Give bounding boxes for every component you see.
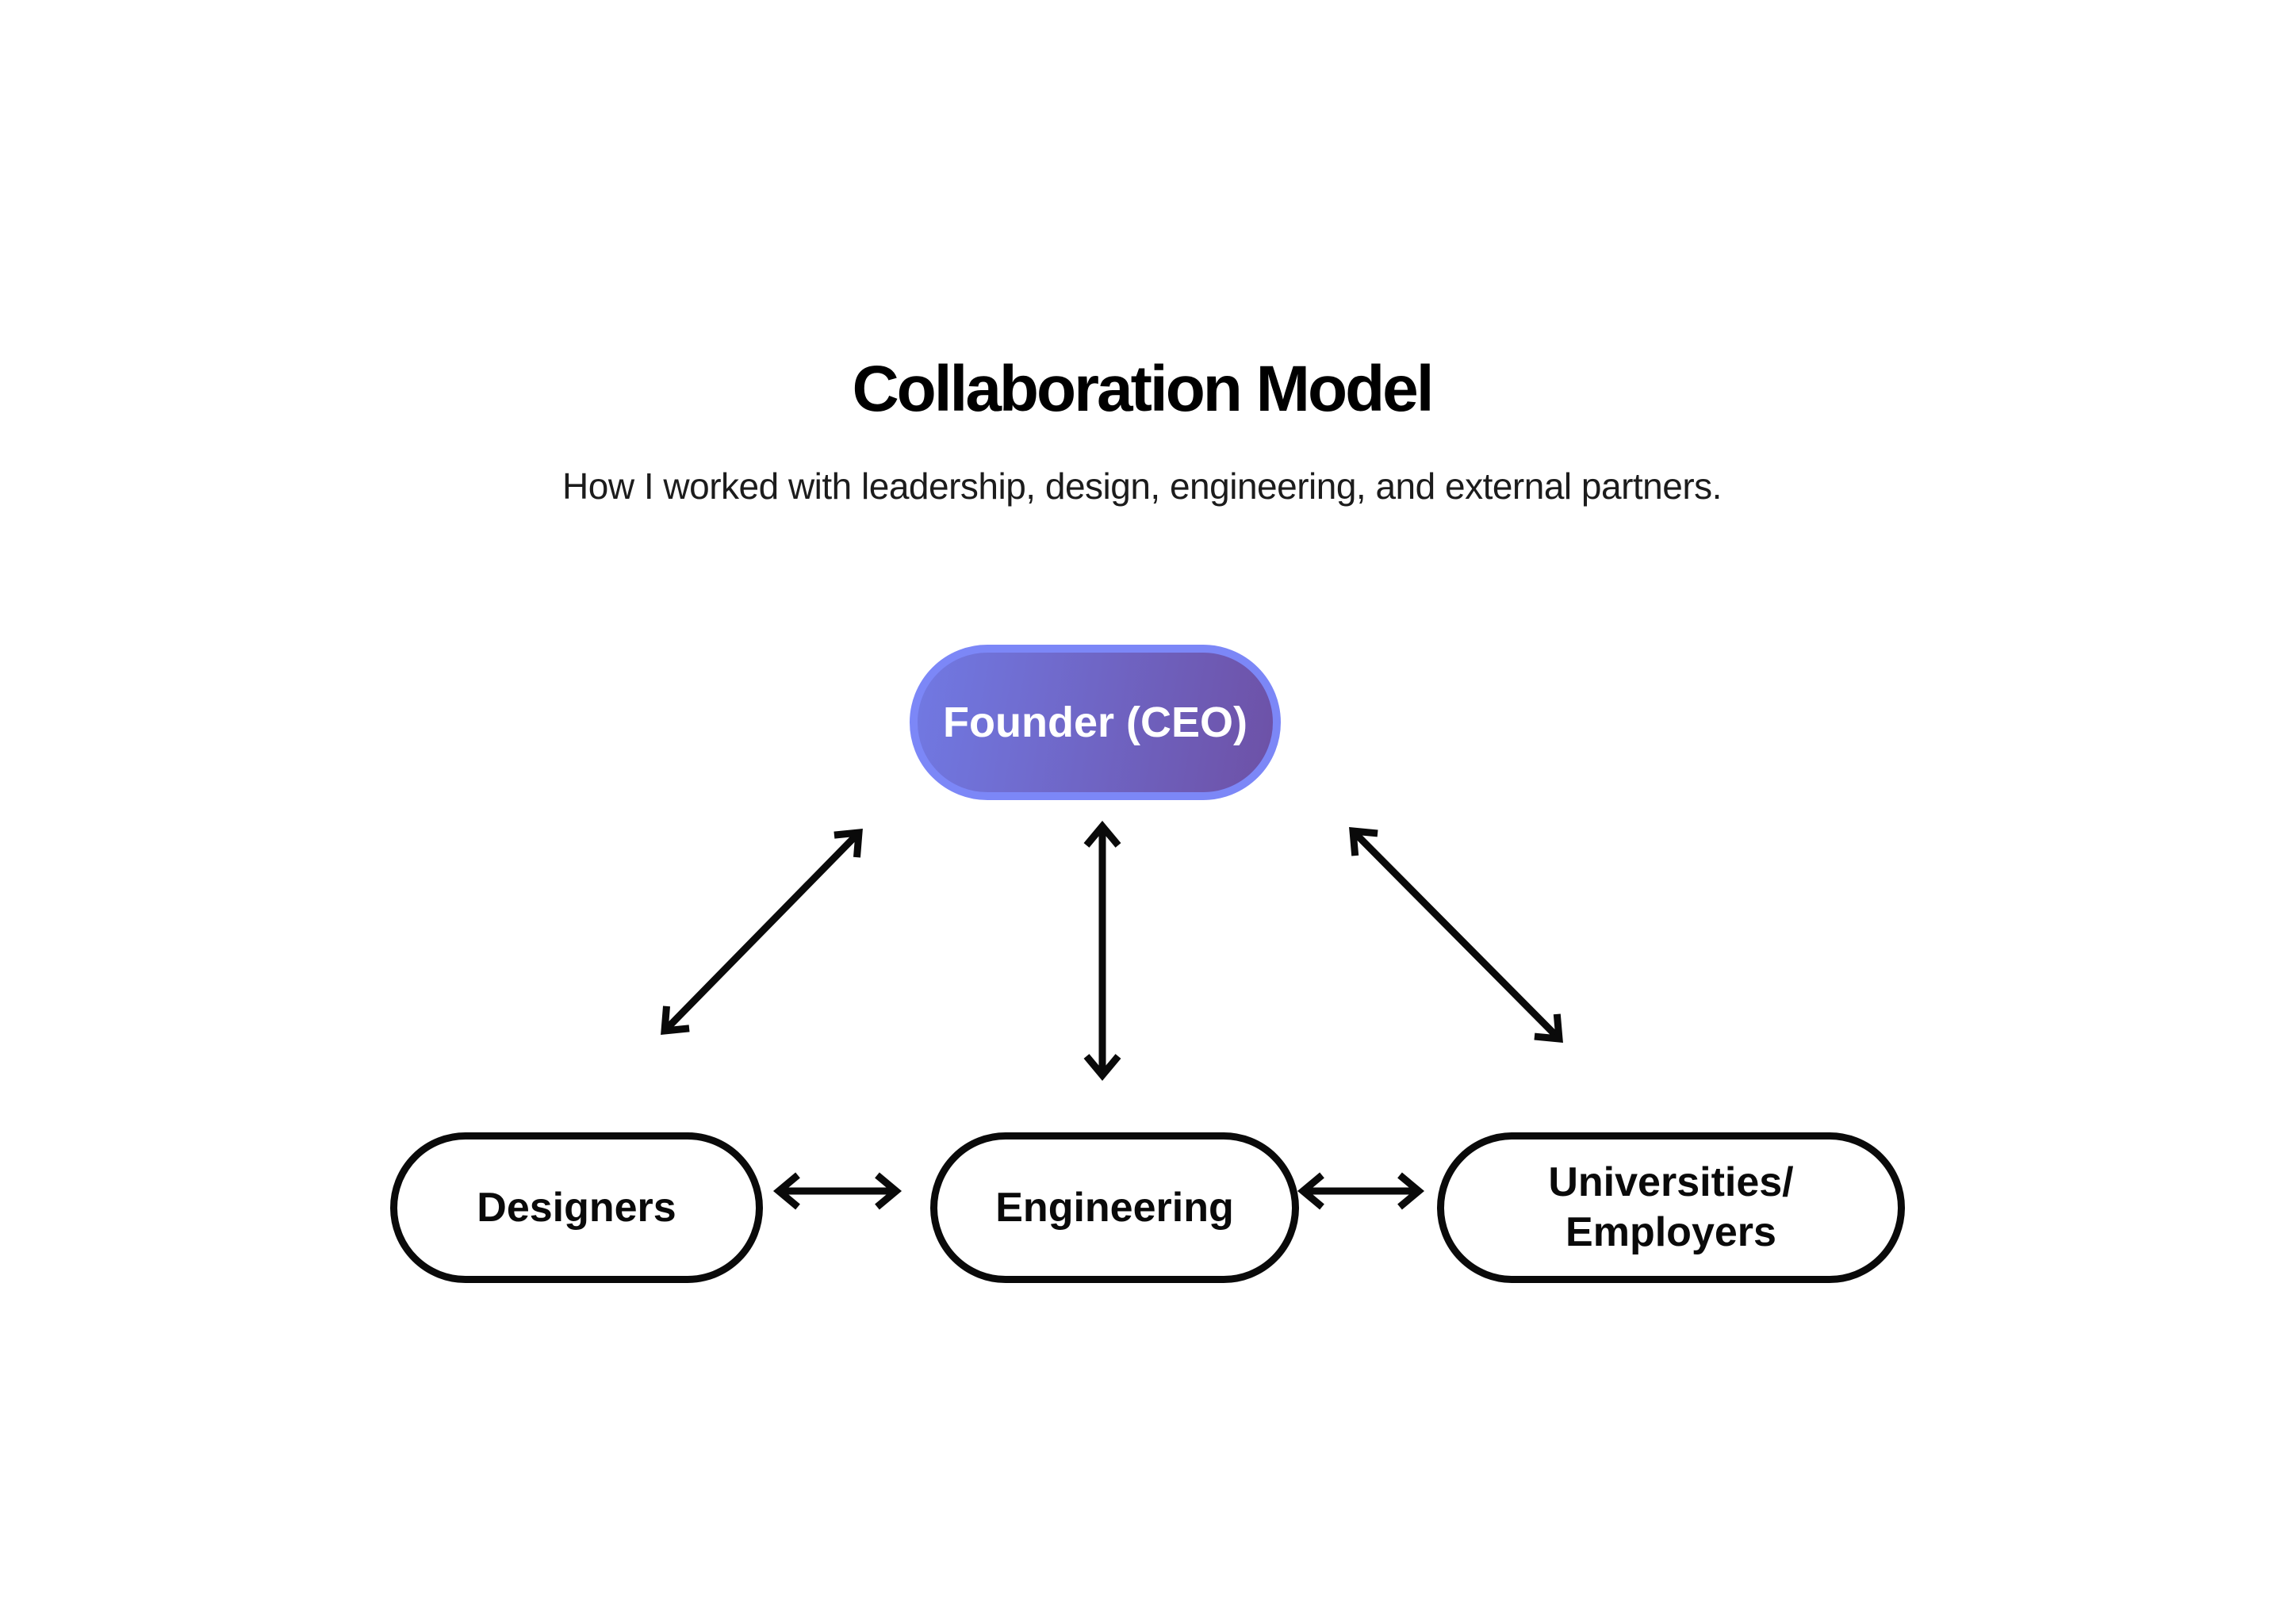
edge-founder-universities bbox=[1349, 827, 1563, 1043]
node-designers: Designers bbox=[390, 1132, 763, 1283]
edge-founder-designers bbox=[661, 828, 863, 1036]
node-designers-label: Designers bbox=[477, 1185, 676, 1231]
page-subtitle: How I worked with leadership, design, en… bbox=[562, 465, 1722, 507]
node-engineering-label: Engineering bbox=[995, 1185, 1234, 1231]
node-universities-label-line2: Employers bbox=[1565, 1209, 1776, 1255]
page-title: Collaboration Model bbox=[852, 353, 1434, 425]
node-universities: Universities/ Employers bbox=[1437, 1132, 1905, 1283]
node-founder: Founder (CEO) bbox=[910, 645, 1281, 800]
node-engineering: Engineering bbox=[930, 1132, 1299, 1283]
node-founder-label: Founder (CEO) bbox=[943, 699, 1247, 746]
node-universities-label-line1: Universities/ bbox=[1548, 1159, 1794, 1205]
